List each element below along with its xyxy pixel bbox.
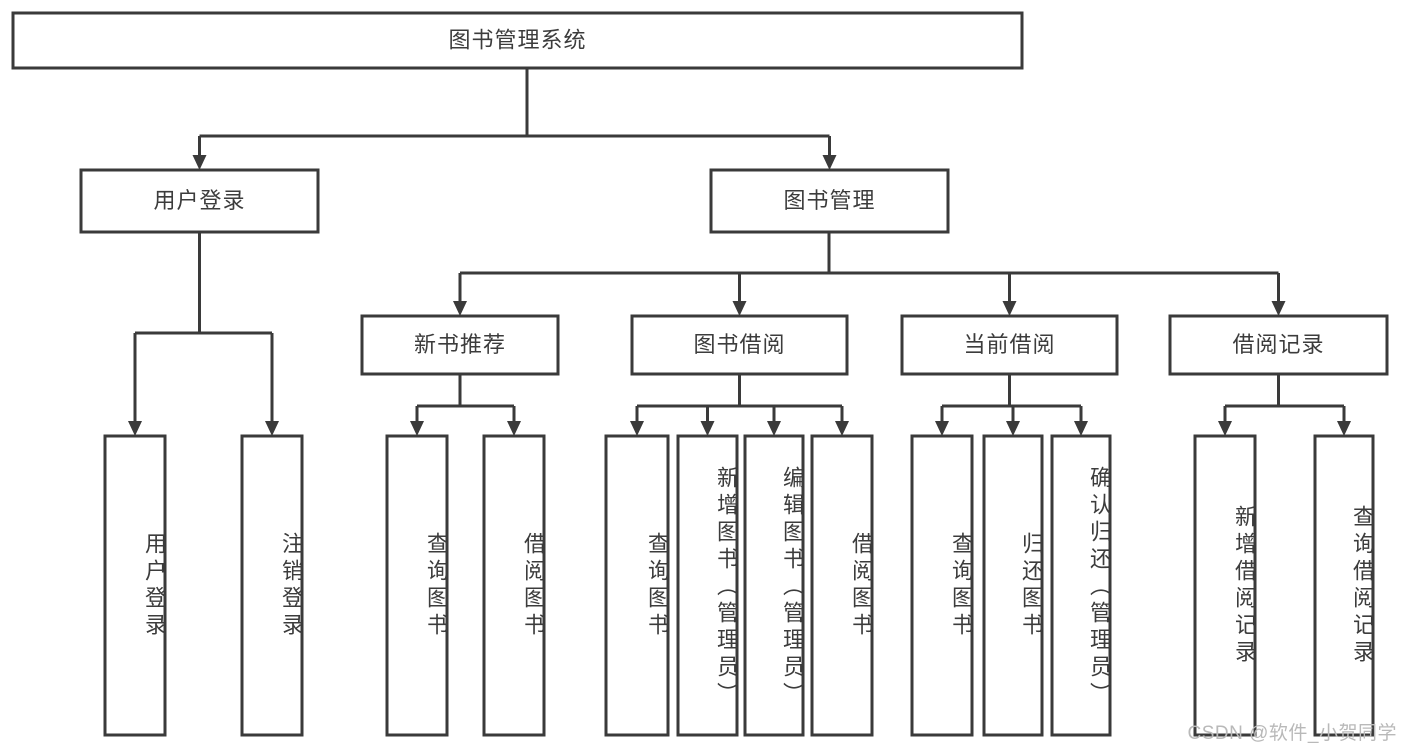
connector-to-leaf-注销登录 <box>265 333 279 436</box>
node-root-图书管理系统[interactable]: 图书管理系统 <box>11 11 1024 70</box>
node-label: 当前借阅 <box>963 332 1055 357</box>
connector-to-leaf-查询借阅记录 <box>1337 406 1351 436</box>
node-label: 用户登录 <box>153 188 245 213</box>
node-label: 借阅记录 <box>1232 332 1324 357</box>
node-leaf-查询借阅记录[interactable] <box>1313 434 1375 737</box>
connector-layer <box>128 68 1351 436</box>
connector-to-新书推荐 <box>453 273 467 316</box>
node-leaf-确认归还（管理员）[interactable] <box>1050 434 1112 737</box>
node-level2-借阅记录[interactable]: 借阅记录 <box>1168 314 1389 376</box>
connector-to-leaf-编辑图书（管理员） <box>767 406 781 436</box>
connector-to-leaf-借阅图书 <box>835 406 849 436</box>
connector-to-借阅记录 <box>1271 273 1286 316</box>
node-leaf-用户登录[interactable] <box>103 434 167 737</box>
connector-to-leaf-借阅图书 <box>507 406 521 436</box>
node-leaf-新增借阅记录[interactable] <box>1193 434 1257 737</box>
node-leaf-编辑图书（管理员）[interactable] <box>743 434 805 737</box>
node-leaf-查询图书[interactable] <box>604 434 670 737</box>
connector-to-leaf-查询图书 <box>630 406 644 436</box>
connector-to-当前借阅 <box>1002 273 1017 316</box>
node-leaf-借阅图书[interactable] <box>810 434 874 737</box>
connector-to-leaf-新增图书（管理员） <box>700 406 715 436</box>
node-leaf-查询图书[interactable] <box>910 434 974 737</box>
connector-to-leaf-查询图书 <box>935 406 949 436</box>
node-level2-新书推荐[interactable]: 新书推荐 <box>360 314 560 376</box>
node-level1-用户登录[interactable]: 用户登录 <box>79 168 320 234</box>
connector-to-用户登录 <box>192 136 207 170</box>
node-leaf-归还图书[interactable] <box>982 434 1044 737</box>
connector-to-leaf-用户登录 <box>128 333 142 436</box>
connector-to-leaf-归还图书 <box>1006 406 1020 436</box>
node-level2-当前借阅[interactable]: 当前借阅 <box>900 314 1119 376</box>
node-leaf-查询图书[interactable] <box>385 434 449 737</box>
node-label: 图书管理 <box>783 188 875 213</box>
node-leaf-注销登录[interactable] <box>240 434 304 737</box>
node-label: 新书推荐 <box>414 332 506 357</box>
connector-to-图书管理 <box>822 136 837 170</box>
node-leaf-新增图书（管理员）[interactable] <box>676 434 739 737</box>
node-level1-图书管理[interactable]: 图书管理 <box>709 168 950 234</box>
node-label: 图书借阅 <box>693 332 785 357</box>
watermark: CSDN @软件_小贺同学 <box>1187 723 1397 744</box>
node-level2-图书借阅[interactable]: 图书借阅 <box>630 314 849 376</box>
node-label: 图书管理系统 <box>448 27 586 52</box>
connector-to-leaf-确认归还（管理员） <box>1074 406 1088 436</box>
connector-to-leaf-新增借阅记录 <box>1218 406 1232 436</box>
connector-to-leaf-查询图书 <box>410 406 424 436</box>
connector-to-图书借阅 <box>732 273 747 316</box>
node-leaf-借阅图书[interactable] <box>482 434 546 737</box>
